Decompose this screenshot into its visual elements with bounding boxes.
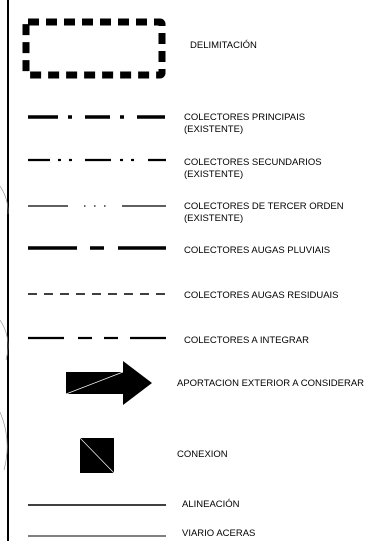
colectores-principais-label: COLECTORES PRINCIPAIS (EXISTENTE) bbox=[184, 112, 306, 135]
alineacion-label: ALINEACIÓN bbox=[182, 499, 240, 510]
colectores-a-integrar-label: COLECTORES A INTEGRAR bbox=[184, 335, 309, 346]
map-contour bbox=[0, 411, 8, 471]
aportacion-exterior-label: APORTACION EXTERIOR A CONSIDERAR bbox=[177, 378, 365, 389]
map-contour bbox=[0, 185, 9, 215]
colectores-secundarios-label: COLECTORES SECUNDARIOS (EXISTENTE) bbox=[184, 157, 322, 180]
delimitacion-label: DELIMITACIÓN bbox=[190, 40, 257, 51]
conexion-label: CONEXION bbox=[177, 449, 228, 460]
colectores-augas-pluviais-label: COLECTORES AUGAS PLUVIAIS bbox=[184, 245, 331, 256]
delimitacion-symbol bbox=[22, 18, 166, 79]
conexion-square-icon bbox=[79, 437, 115, 474]
colectores-tercer-orden-label: COLECTORES DE TERCER ORDEN (EXISTENTE) bbox=[184, 201, 344, 224]
colectores-augas-residuais-label: COLECTORES AUGAS RESIDUAIS bbox=[184, 290, 339, 301]
viario-aceras-label: VIARIO ACERAS bbox=[182, 528, 256, 539]
map-contour bbox=[0, 319, 9, 361]
aportacion-exterior-arrow-icon bbox=[65, 361, 152, 405]
